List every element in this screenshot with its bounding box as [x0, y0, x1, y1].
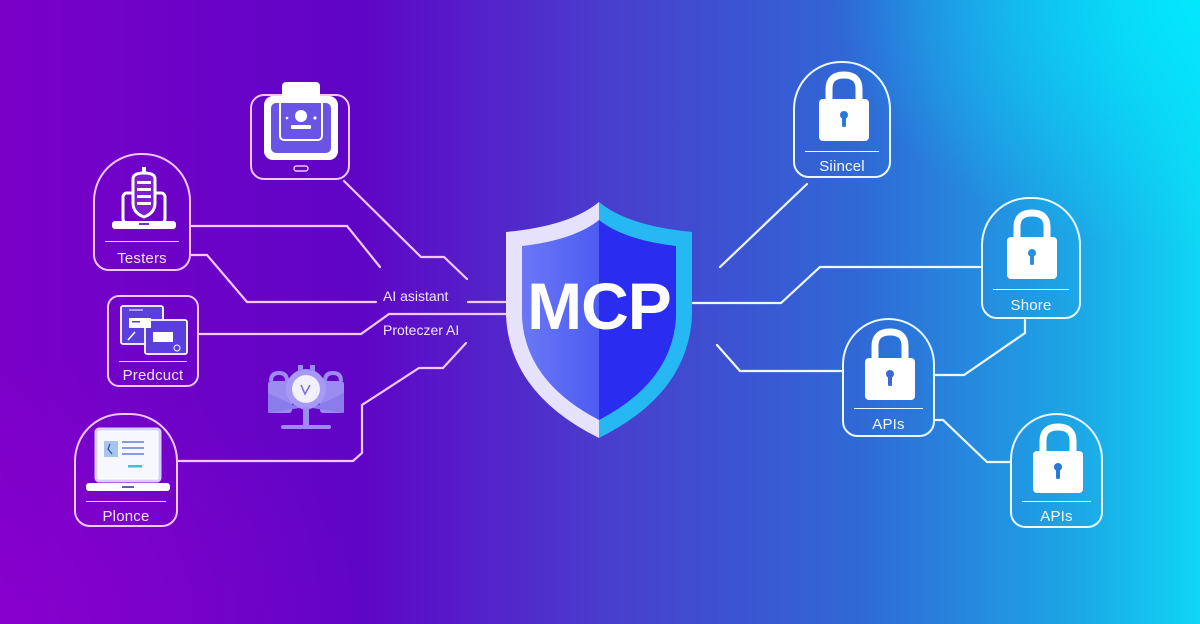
product-label: Predcuct: [122, 367, 184, 384]
plonce-label: Plonce: [102, 508, 150, 525]
sincel-label: Siincel: [819, 158, 865, 175]
apis2-label: APIs: [1040, 508, 1073, 525]
testers-label: Testers: [117, 250, 167, 267]
wire-apis1-share: [933, 318, 1027, 377]
tablet-node[interactable]: [250, 82, 350, 180]
wire-apis1-left: [715, 343, 843, 373]
share-node[interactable]: Shore: [981, 197, 1081, 319]
share-divider: [993, 289, 1069, 290]
wire-sincel: [718, 182, 809, 269]
wire-share: [691, 265, 982, 305]
tablet-user-icon: [264, 82, 338, 172]
plonce-node[interactable]: Plonce: [74, 413, 178, 527]
apis1-label: APIs: [872, 416, 905, 433]
apis1-divider: [854, 408, 923, 409]
mcp-title: MCP: [527, 269, 672, 343]
laptop-icon: [86, 427, 170, 491]
laptop-microphone-icon: [112, 167, 176, 229]
wire-product: [197, 312, 508, 336]
wire-label-protector-ai: Proteczer AI: [383, 322, 460, 338]
plonce-divider: [86, 501, 166, 502]
shield-icon: [506, 202, 692, 438]
testers-divider: [105, 241, 179, 242]
sincel-divider: [805, 151, 879, 152]
documents-icon: [120, 305, 188, 355]
wire-testers-upper: [189, 224, 382, 269]
wire-testers-lower: [188, 253, 378, 304]
wire-label-ai-assistant: AI asistant: [383, 288, 449, 304]
apis2-divider: [1022, 501, 1091, 502]
sincel-node[interactable]: Siincel: [793, 61, 891, 178]
testers-node[interactable]: Testers: [93, 153, 191, 271]
wire-plonce: [176, 341, 468, 463]
product-node[interactable]: Predcuct: [107, 295, 199, 387]
padlock-icon: [1033, 423, 1083, 493]
robot-assistant-icon: [268, 365, 344, 429]
wire-apis1-apis2: [933, 418, 1012, 464]
padlock-icon: [819, 71, 869, 141]
wire-tablet: [342, 179, 469, 281]
padlock-icon: [865, 328, 915, 400]
product-divider: [119, 361, 187, 362]
apis2-node[interactable]: APIs: [1010, 413, 1103, 528]
padlock-icon: [1007, 209, 1057, 279]
apis1-node[interactable]: APIs: [842, 318, 935, 437]
share-label: Shore: [1010, 297, 1052, 314]
